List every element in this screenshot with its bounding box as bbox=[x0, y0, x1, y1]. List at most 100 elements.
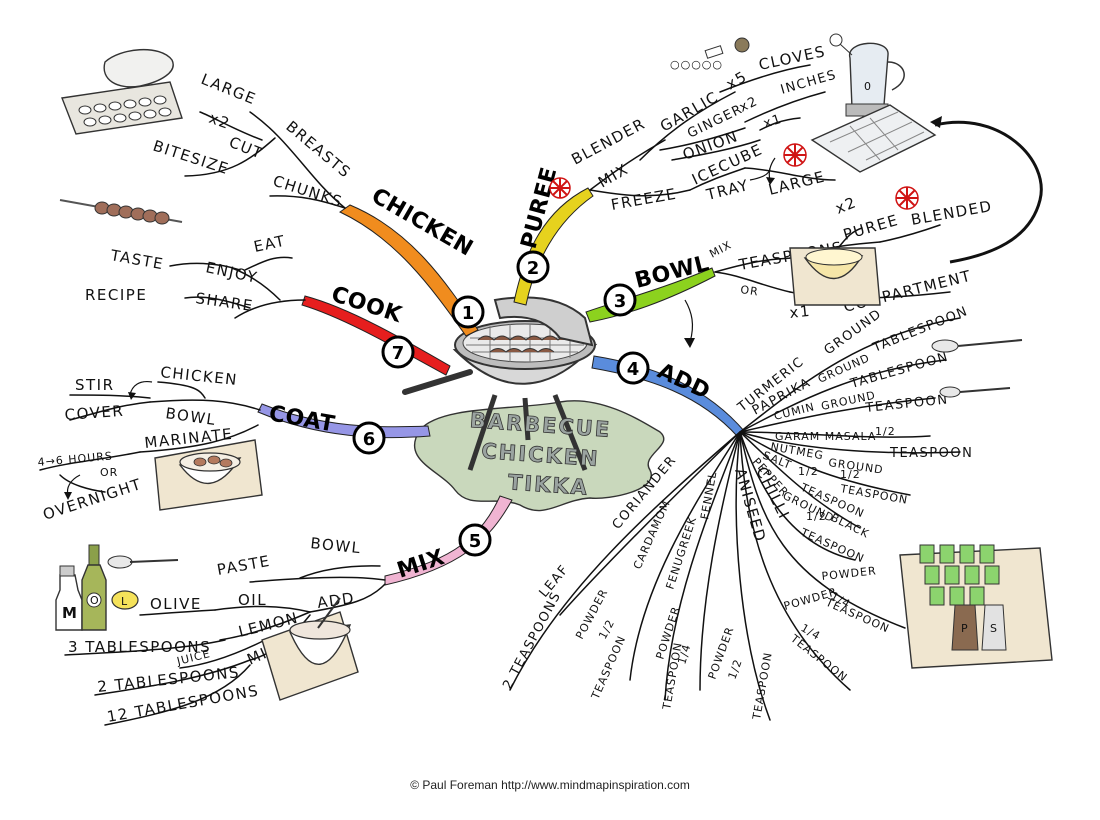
word-paste: PASTE bbox=[216, 552, 272, 579]
word-large: LARGE bbox=[199, 70, 260, 108]
bowl-on-board-icon bbox=[789, 247, 881, 306]
word-cover: COVER bbox=[64, 402, 125, 424]
chilli-mark-icon bbox=[783, 143, 807, 167]
word-enjoy: ENJOY bbox=[204, 258, 259, 287]
chilli-mark-icon bbox=[895, 186, 919, 210]
main-label-add: ADD bbox=[653, 359, 713, 405]
main-label-mix: MIX bbox=[394, 545, 448, 584]
word-ginger-qty: x2 bbox=[737, 94, 761, 116]
word-teaspoon-7: TEASPOON bbox=[787, 632, 850, 685]
branch-add: TURMERIC GROUND TABLESPOON PAPRIKA GROUN… bbox=[500, 304, 1053, 722]
word-onion-qty: x1 bbox=[762, 112, 785, 132]
word-bitesize: BITESIZE bbox=[151, 137, 232, 179]
word-overnight: OVERNIGHT bbox=[41, 475, 144, 524]
pepper-shaker-letter: P bbox=[961, 622, 969, 635]
word-x2-bowl: x2 bbox=[833, 193, 860, 218]
main-label-coat: COAT bbox=[267, 401, 337, 437]
svg-text:2: 2 bbox=[527, 258, 540, 279]
word-taste: TASTE bbox=[108, 246, 165, 273]
branch-cook: EAT TASTE ENJOY RECIPE SHARE bbox=[59, 199, 306, 319]
svg-text:0: 0 bbox=[864, 80, 872, 93]
svg-text:4: 4 bbox=[627, 359, 640, 380]
word-recipe: RECIPE bbox=[85, 286, 147, 304]
badge-1: 1 bbox=[451, 295, 485, 329]
word-garam-masala: GARAM MASALA bbox=[775, 430, 876, 443]
tablespoon-icon bbox=[931, 339, 1023, 353]
kebab-skewer-icon bbox=[59, 199, 183, 225]
spoon-icon bbox=[107, 555, 179, 569]
word-teaspoon-1: TEASPOON bbox=[864, 392, 949, 416]
svg-text:○○○○○: ○○○○○ bbox=[670, 58, 723, 71]
word-inches: INCHES bbox=[779, 67, 839, 97]
word-cut: CUT bbox=[227, 133, 266, 163]
word-teaspoon-6: TEASPOON bbox=[823, 595, 892, 635]
word-two-teaspoons: 2 TEASPOONS bbox=[500, 589, 564, 692]
branch-chicken: LARGE x2 BREASTS CUT BITESIZE CHUNKS bbox=[61, 48, 355, 211]
marinate-bowl-icon bbox=[154, 439, 263, 511]
svg-text:7: 7 bbox=[392, 343, 405, 364]
word-half-4: 1/2 bbox=[806, 510, 827, 523]
word-teaspoon-2: TEASPOON bbox=[889, 446, 973, 461]
word-chunks: CHUNKS bbox=[271, 172, 345, 211]
word-or-bowl: OR bbox=[740, 283, 760, 298]
word-freeze: FREEZE bbox=[610, 185, 679, 214]
word-add-mix: ADD bbox=[316, 589, 356, 612]
word-quarter-3: 1/4 bbox=[675, 642, 693, 665]
svg-text:O: O bbox=[90, 594, 100, 607]
badge-6: 6 bbox=[352, 421, 386, 455]
word-eat: EAT bbox=[252, 232, 287, 256]
word-teaspoon-8: TEASPOON bbox=[750, 651, 775, 722]
branch-puree: BLENDER MIX GARLIC x5 CLOVES GINGER x2 I… bbox=[549, 33, 1043, 264]
word-half-2: 1/2 bbox=[840, 468, 861, 481]
number-badges: 1 2 3 4 5 6 7 bbox=[352, 250, 650, 557]
word-blender: BLENDER bbox=[568, 114, 648, 168]
word-three-tbsp: 3 TABLESPOONS bbox=[68, 638, 211, 656]
blender-jug-icon: 0 bbox=[829, 33, 905, 117]
word-chicken: CHICKEN bbox=[160, 363, 239, 389]
badge-2: 2 bbox=[516, 250, 550, 284]
ice-cube-tray-icon bbox=[810, 104, 937, 173]
teaspoon-icon bbox=[939, 386, 1011, 398]
svg-text:1: 1 bbox=[462, 303, 475, 324]
badge-7: 7 bbox=[381, 335, 415, 369]
word-bowl: BOWL bbox=[164, 404, 217, 429]
central-image: BARBECUE CHICKEN TIKKA bbox=[402, 296, 665, 512]
svg-text:M: M bbox=[62, 604, 78, 622]
word-oil: OIL bbox=[238, 591, 267, 609]
branch-coat: STIR CHICKEN COVER BOWL MARINATE 4→6 HOU… bbox=[37, 363, 263, 524]
word-or: OR bbox=[100, 466, 118, 479]
word-breasts: BREASTS bbox=[282, 117, 354, 182]
word-half-1: 1/2 bbox=[875, 425, 896, 438]
olive-oil-bottle-icon: O bbox=[81, 544, 107, 631]
svg-text:L: L bbox=[121, 595, 128, 608]
svg-text:6: 6 bbox=[363, 429, 376, 450]
salt-shaker-letter: S bbox=[990, 622, 998, 635]
badge-4: 4 bbox=[616, 351, 650, 385]
word-x2: x2 bbox=[207, 109, 233, 133]
spice-jars-board-icon: P S bbox=[899, 544, 1053, 669]
word-share: SHARE bbox=[194, 289, 254, 315]
barbecue-grill-icon bbox=[402, 296, 598, 471]
chicken-breast-tray-icon bbox=[61, 48, 183, 135]
chilli-mark-icon bbox=[549, 177, 571, 199]
garlic-ginger-icon: ○○○○○ bbox=[670, 37, 750, 71]
branch-chicken-trunk bbox=[339, 204, 479, 337]
word-x1-bowl: x1 bbox=[789, 302, 812, 322]
word-mix-bowl: MIX bbox=[707, 238, 734, 260]
lemon-icon: L bbox=[111, 590, 139, 610]
badge-3: 3 bbox=[603, 283, 637, 317]
word-half-5: 1/2 bbox=[726, 657, 745, 681]
branch-mix: PASTE BOWL ADD OLIVE OIL 3 TABLESPOONS J… bbox=[55, 534, 386, 726]
word-bowl-mix: BOWL bbox=[310, 534, 363, 557]
mixing-bowl-icon bbox=[261, 597, 359, 701]
main-label-puree: PUREE bbox=[517, 164, 563, 251]
word-stir: STIR bbox=[75, 376, 115, 394]
milk-bottle-icon: M bbox=[55, 565, 83, 631]
svg-text:3: 3 bbox=[614, 291, 627, 312]
svg-text:5: 5 bbox=[469, 531, 482, 552]
word-powder-1: POWDER bbox=[821, 564, 877, 583]
badge-5: 5 bbox=[458, 523, 492, 557]
word-olive: OLIVE bbox=[150, 595, 202, 613]
